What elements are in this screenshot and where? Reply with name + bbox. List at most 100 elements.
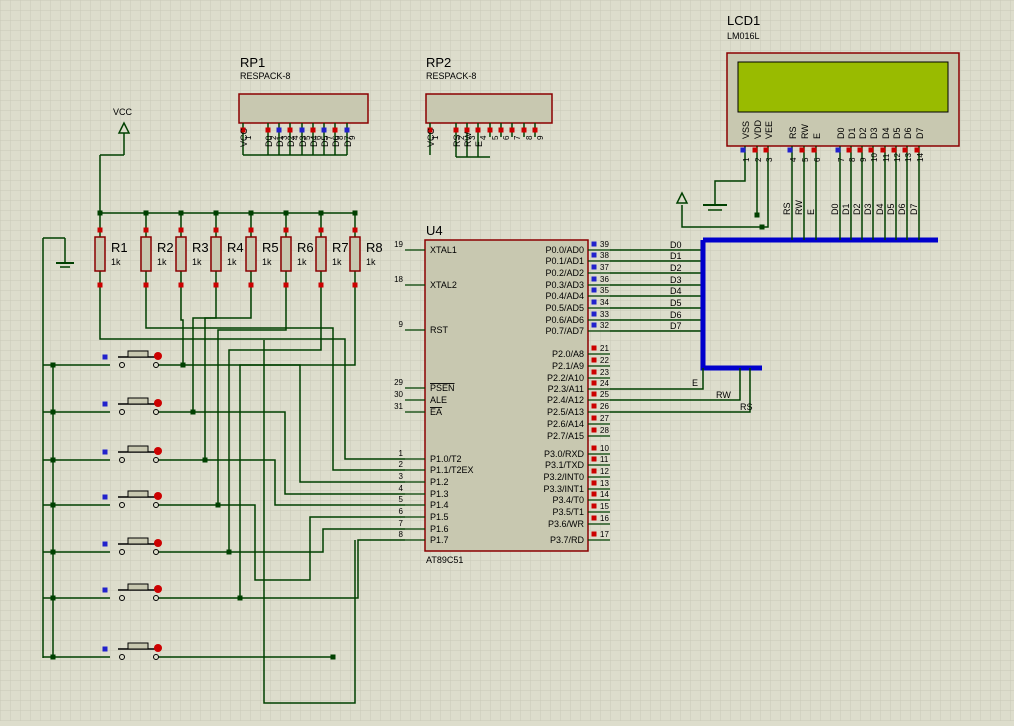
button-contact	[119, 502, 125, 508]
lcd-pin-marker	[763, 147, 769, 153]
rp1-pin-marker	[276, 127, 282, 133]
rp1-pin-num: 6	[314, 135, 323, 140]
mcu-left-pin-label: P1.4	[430, 500, 449, 510]
net-label: D5	[670, 298, 682, 308]
resistor-pin	[213, 282, 219, 288]
button-indicator-icon	[154, 492, 162, 500]
lcd-pin-num: 13	[904, 153, 913, 162]
resistor-7[interactable]	[315, 236, 327, 272]
mcu-right-pin-label: P0.1/AD1	[545, 256, 584, 266]
mcu-right-pin-num: 22	[600, 356, 609, 365]
resistor-6[interactable]	[280, 236, 292, 272]
lcd-pin-marker	[857, 147, 863, 153]
mcu-right-pin-num: 10	[600, 444, 609, 453]
mcu-right-pin-num: 15	[600, 502, 609, 511]
button-pin	[102, 494, 108, 500]
wire-p1.5	[218, 504, 405, 581]
resistor-1[interactable]	[94, 236, 106, 272]
mcu-right-pin-num: 14	[600, 490, 609, 499]
wire-vss	[714, 146, 746, 205]
rp2-pin-marker	[427, 127, 433, 133]
mcu-left-pin-label: EA	[430, 407, 442, 417]
resistor-pin	[318, 227, 324, 233]
resistor-pin	[283, 282, 289, 288]
button-contact	[153, 502, 159, 508]
lcd-pin-num: 4	[789, 157, 798, 162]
wire-p1.2	[183, 364, 405, 483]
resistor-pin	[248, 227, 254, 233]
wire-r3	[180, 290, 184, 365]
mcu-body[interactable]	[424, 239, 589, 552]
mcu-right-pin-label: P2.3/A11	[548, 384, 584, 394]
button-contact	[119, 654, 125, 660]
wire-p1.3	[193, 411, 405, 495]
mcu-left-pin-num: 30	[394, 390, 403, 399]
button-contact	[153, 549, 159, 555]
lcd-wire-label: RS	[782, 202, 792, 215]
mcu-left-pin-num: 5	[399, 495, 404, 504]
lcd-pin-marker	[811, 147, 817, 153]
lcd-pin-label: D0	[836, 127, 846, 139]
net-label: E	[692, 378, 698, 388]
rp1-pin-num: 1	[244, 135, 253, 140]
button-cap[interactable]	[127, 490, 149, 498]
net-label: D7	[670, 321, 682, 331]
button-indicator-icon	[154, 447, 162, 455]
lcd-pin-num: 14	[916, 153, 925, 162]
wire-r7	[228, 290, 322, 552]
mcu-left-pin-label: P1.3	[430, 489, 449, 499]
button-cap[interactable]	[127, 537, 149, 545]
button-indicator-icon	[154, 399, 162, 407]
rp1-pin-marker	[344, 127, 350, 133]
power-arrow-icon	[675, 191, 689, 204]
rp1-pin-label: D0	[264, 135, 274, 147]
resistor-pin	[143, 282, 149, 288]
net-label: D4	[670, 286, 682, 296]
resistor-5[interactable]	[245, 236, 257, 272]
mcu-right-pin-label: P2.2/A10	[547, 373, 584, 383]
rp1-ref: RP1	[240, 55, 265, 70]
resistor-8[interactable]	[349, 236, 361, 272]
button-contact	[153, 654, 159, 660]
button-cap[interactable]	[127, 350, 149, 358]
resistor-2[interactable]	[140, 236, 152, 272]
lcd-pin-label: D7	[915, 127, 925, 139]
rp1-body[interactable]	[238, 93, 369, 124]
resistor-value: 1k	[332, 257, 342, 267]
mcu-right-pin-label: P2.4/A12	[547, 395, 584, 405]
button-pin	[102, 354, 108, 360]
button-cap[interactable]	[127, 397, 149, 405]
mcu-right-pin-num: 17	[600, 530, 609, 539]
resistor-3[interactable]	[175, 236, 187, 272]
mcu-right-pin-num: 11	[600, 455, 609, 464]
rp1-pin-label: VCC	[239, 127, 249, 147]
parts-layer	[56, 121, 920, 660]
resistor-4[interactable]	[210, 236, 222, 272]
lcd-pin-label: D1	[847, 127, 857, 139]
rp2-body[interactable]	[425, 93, 553, 124]
rp1-pin-label: D2	[286, 135, 296, 147]
mcu-pin-marker	[591, 427, 597, 433]
resistor-value: 1k	[157, 257, 167, 267]
resistor-ref: R1	[111, 240, 128, 255]
button-contact	[119, 549, 125, 555]
lcd-pin-label: D2	[858, 127, 868, 139]
net-label: RS	[740, 402, 753, 412]
rp1-pin-label: D4	[309, 135, 319, 147]
button-cap[interactable]	[127, 642, 149, 650]
resistor-value: 1k	[366, 257, 376, 267]
mcu-pin-marker	[591, 480, 597, 486]
resistor-value: 1k	[262, 257, 272, 267]
button-cap[interactable]	[127, 445, 149, 453]
lcd-wire-label: D0	[830, 203, 840, 215]
mcu-right-pin-num: 34	[600, 298, 609, 307]
resistor-ref: R8	[366, 240, 383, 255]
net-label: RW	[716, 390, 731, 400]
lcd-pin-num: 9	[859, 157, 868, 162]
mcu-left-pin-num: 8	[399, 530, 404, 539]
wire-p1.6	[229, 528, 405, 553]
mcu-right-pin-num: 21	[600, 344, 609, 353]
rp2-pin-marker	[487, 127, 493, 133]
button-cap[interactable]	[127, 583, 149, 591]
resistor-pin	[143, 227, 149, 233]
